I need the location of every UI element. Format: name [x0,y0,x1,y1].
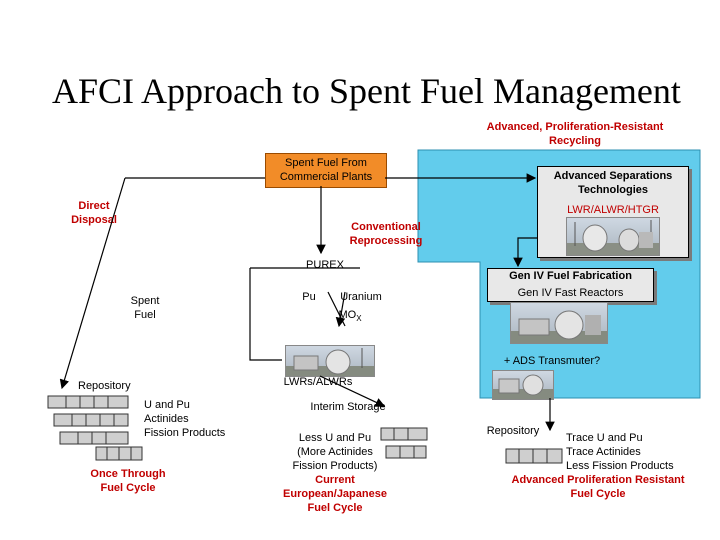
uranium-label: Uranium [340,291,382,303]
gen-iv-plant-image [510,302,608,344]
storage-cask-once-through [95,446,143,462]
spent-fuel-label: Spent Fuel [130,295,160,321]
storage-casks-middle [380,426,428,462]
spent-fuel-source-box: Spent Fuel From Commercial Plants [265,153,387,188]
advanced-cycle-contents: Trace U and Pu Trace Actinides Less Fiss… [566,432,674,472]
lwrs-alwrs-label: LWRs/ALWRs [283,376,353,388]
current-cycle-contents: Less U and Pu (More Actinides Fission Pr… [292,432,378,472]
storage-cask-right [505,447,563,467]
conventional-reprocessing-label: Conventional Reprocessing [349,221,423,247]
pu-label: Pu [302,291,316,303]
repository-left-label: Repository [78,380,131,392]
ads-transmuter-label: + ADS Transmuter? [503,355,601,367]
ads-plant-image [492,370,554,400]
once-through-label: Once Through Fuel Cycle [90,468,166,494]
storage-casks-left [46,392,132,448]
lwr-plant-image [285,345,375,377]
advanced-cycle-label: Advanced Proliferation Resistant Fuel Cy… [511,474,685,500]
once-through-contents: U and Pu Actinides Fission Products [144,399,226,439]
recycling-header: Advanced, Proliferation-Resistant Recycl… [486,121,664,147]
repository-right-label: Repository [486,425,540,437]
page-title: AFCI Approach to Spent Fuel Management [52,71,681,111]
current-cycle-label: Current European/Japanese Fuel Cycle [283,474,387,514]
gen-iv-box: Gen IV Fuel Fabrication Gen IV Fast Reac… [487,268,654,302]
advanced-separations-box: Advanced Separations Technologies LWR/AL… [537,166,689,258]
reactor-plant-image [566,217,660,256]
interim-storage-label: Interim Storage [310,401,386,413]
direct-disposal-label: Direct Disposal [71,200,117,226]
